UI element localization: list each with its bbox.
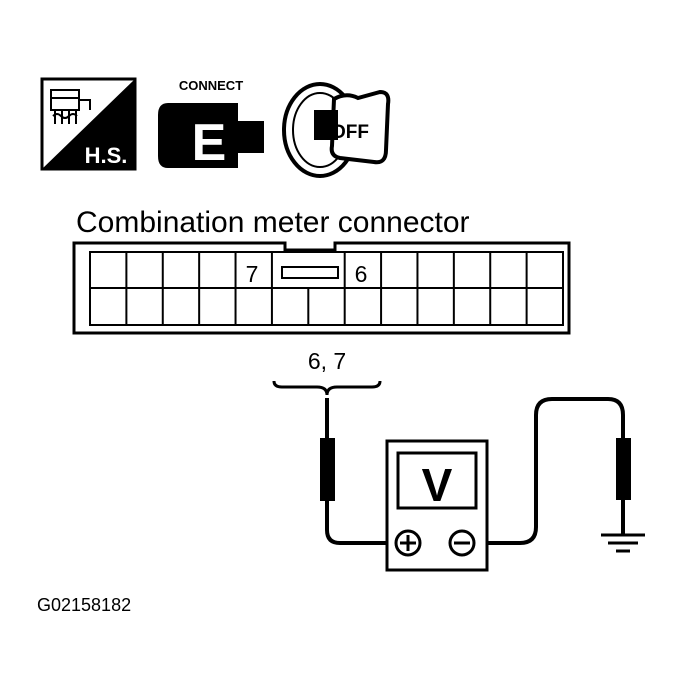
negative-probe [616, 438, 631, 500]
pin-label-left: 7 [246, 261, 259, 287]
test-leads [325, 397, 625, 545]
hs-label: H.S. [85, 143, 128, 168]
ignition-off-icon: OFF [282, 82, 391, 178]
connect-label: CONNECT [179, 78, 243, 93]
connector-face [72, 241, 571, 335]
voltmeter: V [385, 439, 489, 572]
connector-title: Combination meter connector [76, 206, 470, 239]
meter-display-label: V [422, 459, 453, 511]
hs-icon: H.S. [40, 77, 137, 171]
ground-icon [601, 533, 645, 553]
probe-brace [272, 380, 382, 396]
connect-icon: CONNECT E [158, 78, 264, 172]
probe-pin-label: 6, 7 [308, 348, 346, 374]
positive-probe [320, 438, 335, 501]
figure-code: G02158182 [37, 595, 131, 615]
connector-latch [281, 266, 339, 279]
connect-letter: E [192, 114, 227, 172]
pin-label-right: 6 [355, 261, 368, 287]
ignition-label: OFF [331, 122, 369, 143]
meter-display [396, 451, 478, 510]
